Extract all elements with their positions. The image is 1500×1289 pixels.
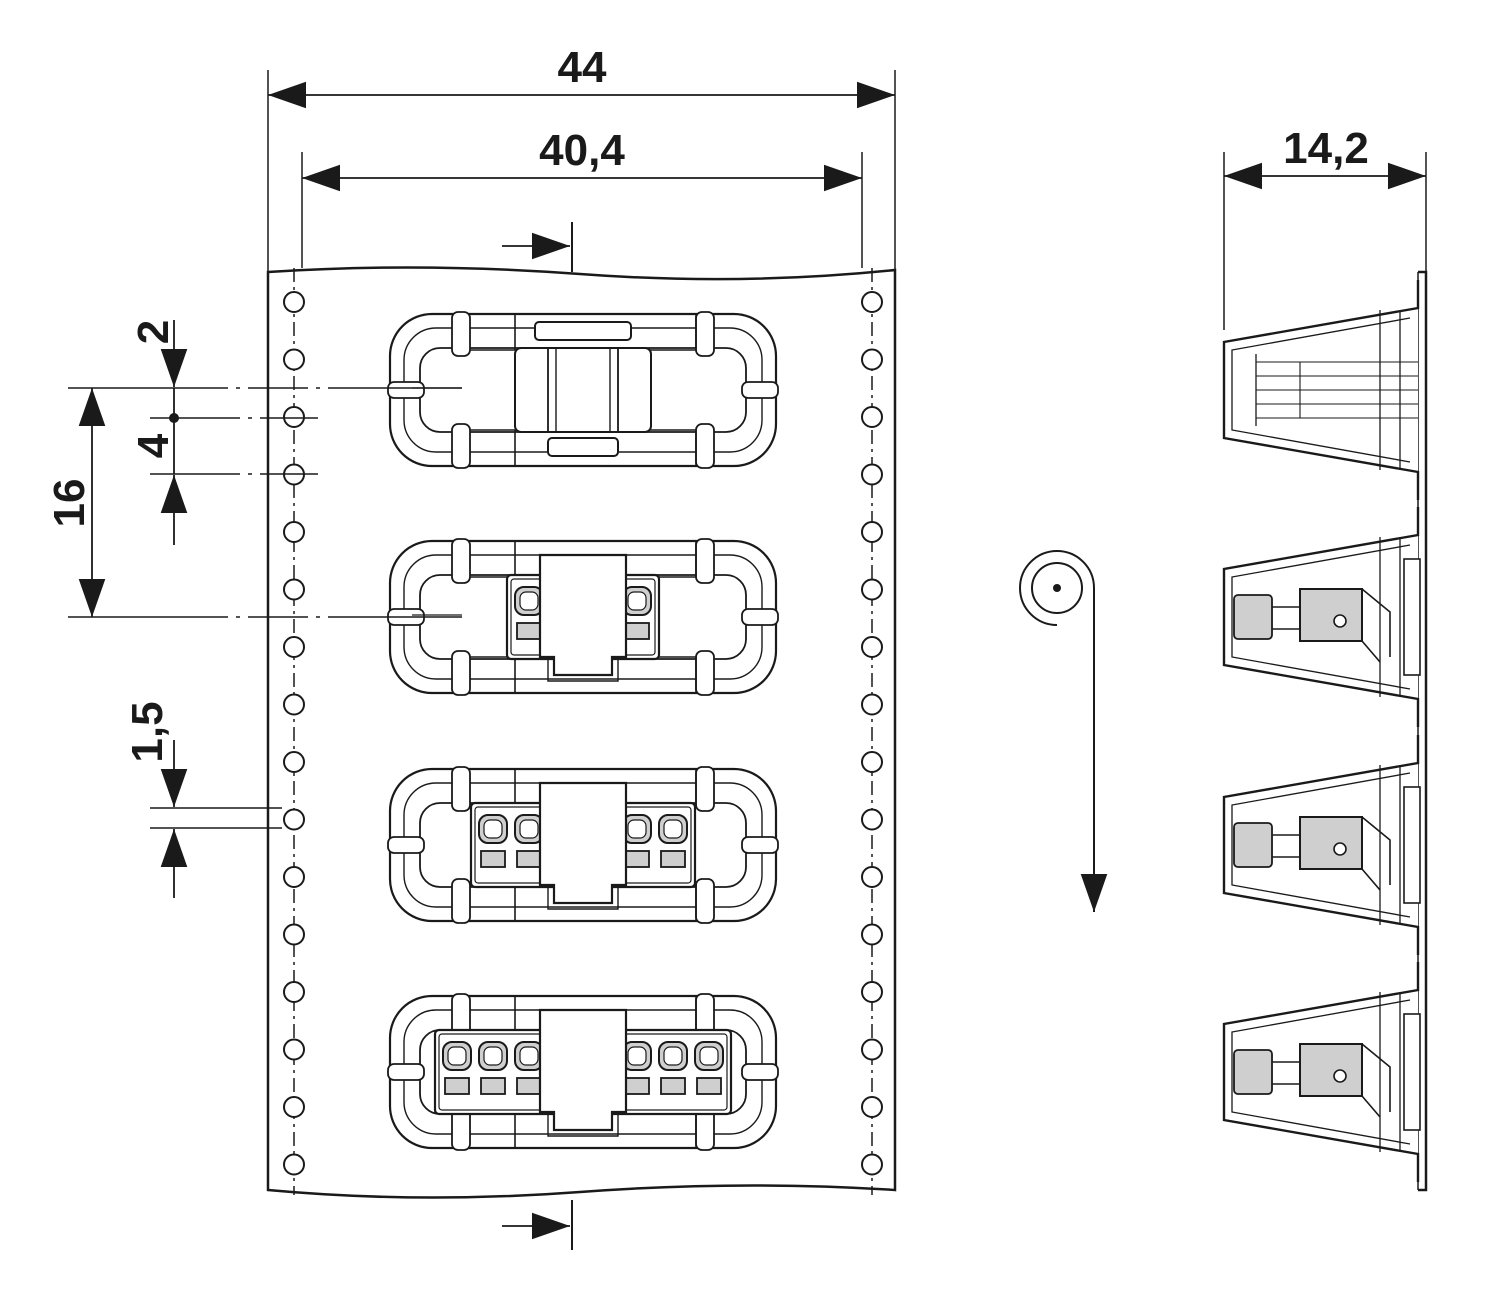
sprocket-hole (861, 1038, 883, 1061)
connector-housing (387, 538, 779, 696)
sprocket-hole (283, 808, 305, 831)
sprocket-hole (861, 291, 883, 313)
side-view-part (1222, 735, 1421, 955)
sprocket-holes-left (283, 291, 305, 1176)
side-view-part (1222, 507, 1421, 727)
sprocket-hole (861, 866, 883, 888)
dimension-label-1-5: 1,5 (123, 701, 172, 762)
sprocket-hole (283, 1153, 305, 1176)
dimension-label-40-4: 40,4 (539, 126, 625, 175)
sprocket-hole (283, 923, 305, 946)
dimension-hole-pitch-width: 40,4 (301, 126, 863, 268)
center-mark-bottom (502, 1200, 573, 1250)
dimension-side-depth: 14,2 (1223, 124, 1427, 330)
connector-housing (387, 766, 779, 924)
dimension-hole-offset: 2 4 (129, 320, 318, 545)
sprocket-hole (283, 636, 305, 658)
dimension-label-16: 16 (45, 479, 94, 528)
dimension-label-44: 44 (558, 43, 607, 92)
sprocket-hole (861, 348, 883, 371)
sprocket-hole (861, 406, 883, 428)
sprocket-hole (283, 1096, 305, 1118)
sprocket-hole (861, 578, 883, 601)
sprocket-holes-right (861, 291, 883, 1176)
dimension-hole-diameter: 1,5 (123, 701, 282, 898)
sprocket-hole (283, 866, 305, 888)
dimension-label-2: 2 (129, 320, 178, 344)
sprocket-hole (283, 1038, 305, 1061)
sprocket-hole (861, 808, 883, 831)
sprocket-hole (861, 1153, 883, 1176)
sprocket-hole (283, 348, 305, 371)
center-mark-top (502, 222, 573, 272)
dimension-overall-width: 44 (267, 43, 896, 272)
side-view-part (1222, 962, 1421, 1182)
sprocket-hole (283, 751, 305, 773)
sprocket-hole (861, 1096, 883, 1118)
sprocket-hole (283, 291, 305, 313)
sprocket-hole (283, 981, 305, 1003)
sprocket-hole (861, 521, 883, 543)
sprocket-hole (861, 636, 883, 658)
dimension-label-4: 4 (129, 433, 178, 458)
reel-feed-direction-icon (1019, 550, 1108, 912)
dimension-label-14-2: 14,2 (1283, 124, 1369, 173)
sprocket-hole (861, 693, 883, 716)
sprocket-hole (861, 751, 883, 773)
connector-housing (387, 993, 779, 1151)
sprocket-hole (861, 923, 883, 946)
sprocket-hole (283, 406, 305, 428)
sprocket-hole (861, 463, 883, 486)
side-view-components (1222, 280, 1421, 1182)
connector-components (387, 311, 779, 1151)
dimension-component-pitch: 16 (45, 387, 462, 618)
sprocket-hole (283, 521, 305, 543)
sprocket-hole (283, 578, 305, 601)
sprocket-hole (283, 693, 305, 716)
sprocket-hole (861, 981, 883, 1003)
side-view-part (1222, 280, 1420, 500)
connector-housing (387, 311, 779, 469)
